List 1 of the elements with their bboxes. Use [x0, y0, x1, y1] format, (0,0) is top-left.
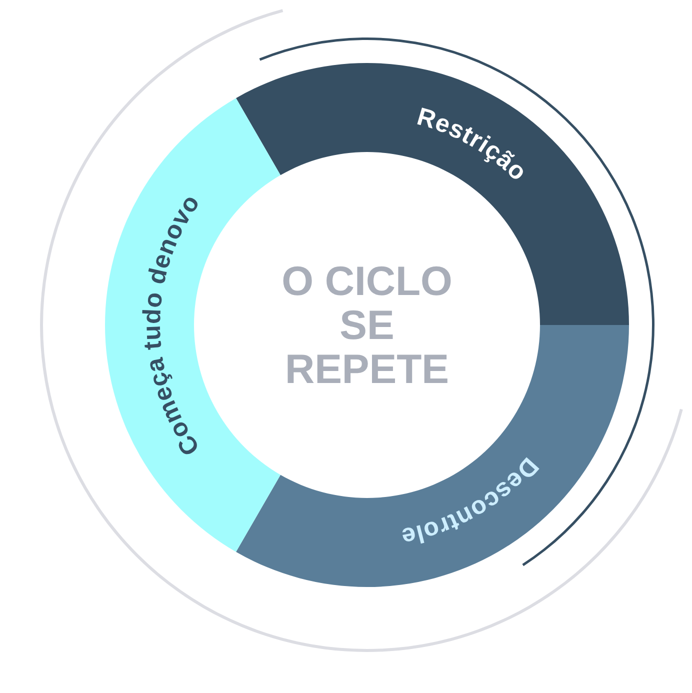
center-heading: O CICLO SE REPETE	[280, 259, 454, 391]
